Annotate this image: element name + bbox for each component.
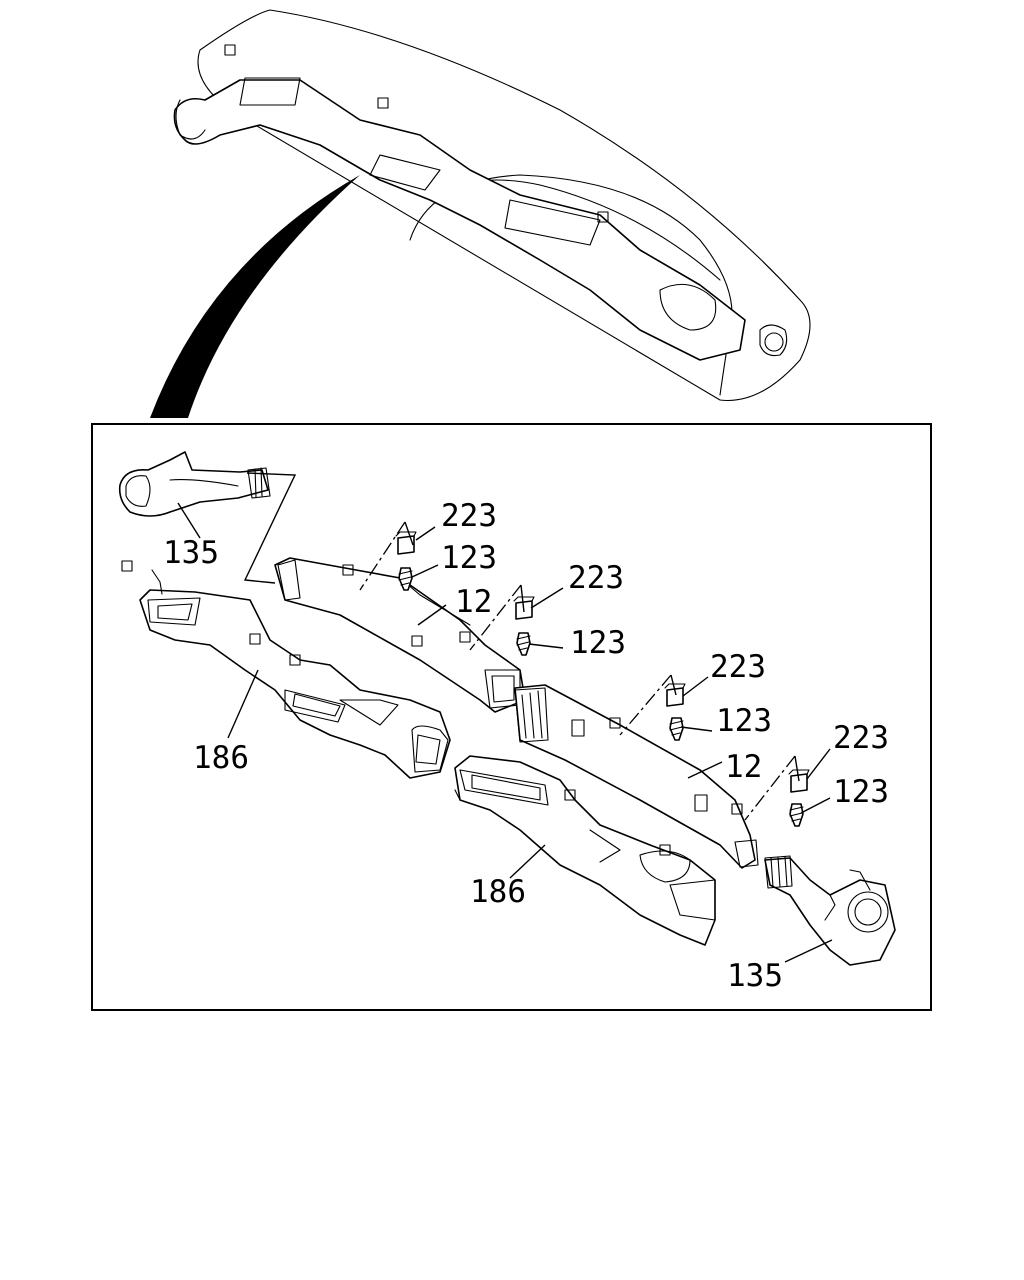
side-vent-duct-left xyxy=(118,451,271,517)
callout-186-left: 186 xyxy=(193,740,249,776)
lower-duct-12 xyxy=(514,684,759,869)
center-duct-right-186 xyxy=(454,755,716,946)
callout-123-a: 123 xyxy=(441,540,497,576)
zoom-pointer xyxy=(150,175,360,418)
clip-223-c xyxy=(664,683,686,707)
callout-223-c: 223 xyxy=(710,649,766,685)
callout-123-d: 123 xyxy=(833,774,889,810)
callout-186-right: 186 xyxy=(470,874,526,910)
screw-123-b xyxy=(516,632,531,656)
screw-123-a xyxy=(398,567,413,591)
callout-12-right: 12 xyxy=(725,749,762,785)
leader-lines xyxy=(177,502,833,963)
callout-223-a: 223 xyxy=(441,498,497,534)
assembly-lines xyxy=(243,472,800,821)
callout-135-top: 135 xyxy=(163,535,219,571)
detail-frame xyxy=(91,423,932,1011)
screw-123-d xyxy=(789,803,804,827)
callout-123-b: 123 xyxy=(570,625,626,661)
callout-12-left: 12 xyxy=(455,584,492,620)
callout-135-bottom: 135 xyxy=(727,958,783,994)
screw-123-c xyxy=(669,717,684,741)
overview-dashboard xyxy=(173,9,811,402)
callout-223-b: 223 xyxy=(568,560,624,596)
callout-123-c: 123 xyxy=(716,703,772,739)
clip-223-d xyxy=(788,769,810,793)
center-duct-left-186 xyxy=(121,560,451,779)
callout-223-d: 223 xyxy=(833,720,889,756)
side-vent-duct-right xyxy=(764,855,896,966)
